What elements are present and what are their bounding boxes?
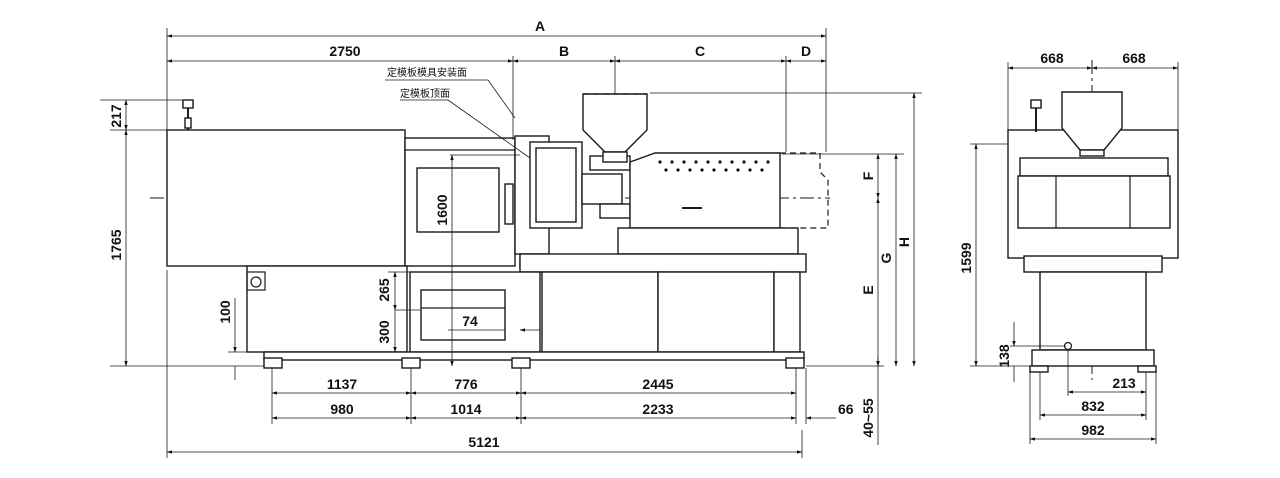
dim-G: G xyxy=(878,252,894,263)
front-dimensions: 668 668 1599 138 213 832 982 xyxy=(958,50,1179,444)
dim-213: 213 xyxy=(1112,375,1136,391)
dim-832: 832 xyxy=(1081,398,1105,414)
dim-138: 138 xyxy=(996,344,1012,368)
dim-265: 265 xyxy=(376,278,392,302)
dim-1599: 1599 xyxy=(958,242,974,273)
note-platen-top: 定模板顶面 xyxy=(400,87,450,100)
dim-1014: 1014 xyxy=(450,401,481,417)
dim-40-55: 40~55 xyxy=(860,398,876,438)
vent-holes xyxy=(658,160,770,172)
dim-F: F xyxy=(860,171,876,180)
dim-1765: 1765 xyxy=(108,229,124,260)
dim-1137: 1137 xyxy=(327,376,358,392)
dim-B: B xyxy=(559,43,569,59)
side-dimensions: A 2750 B C D 定模板模具安装面 定模板顶面 217 1765 160… xyxy=(100,18,922,458)
dim-1600: 1600 xyxy=(434,194,450,225)
dim-668-right: 668 xyxy=(1122,50,1146,66)
dim-5121: 5121 xyxy=(468,434,499,450)
dim-2233: 2233 xyxy=(642,401,673,417)
dim-74: 74 xyxy=(462,313,478,329)
dim-H: H xyxy=(896,237,912,247)
side-view xyxy=(150,93,830,369)
note-mold-surface: 定模板模具安装面 xyxy=(387,66,467,79)
dim-2750: 2750 xyxy=(329,43,360,59)
dim-300: 300 xyxy=(376,320,392,344)
dim-980: 980 xyxy=(330,401,354,417)
dim-C: C xyxy=(695,43,705,59)
dim-217: 217 xyxy=(108,104,124,128)
front-view xyxy=(1007,60,1179,380)
dim-A: A xyxy=(535,18,545,34)
dim-E: E xyxy=(860,285,876,294)
dim-776: 776 xyxy=(454,376,478,392)
dim-668-left: 668 xyxy=(1040,50,1064,66)
dim-100: 100 xyxy=(217,300,233,324)
dim-66: 66 xyxy=(838,401,854,417)
dim-982: 982 xyxy=(1081,422,1105,438)
dim-2445: 2445 xyxy=(642,376,673,392)
dim-D: D xyxy=(801,43,811,59)
